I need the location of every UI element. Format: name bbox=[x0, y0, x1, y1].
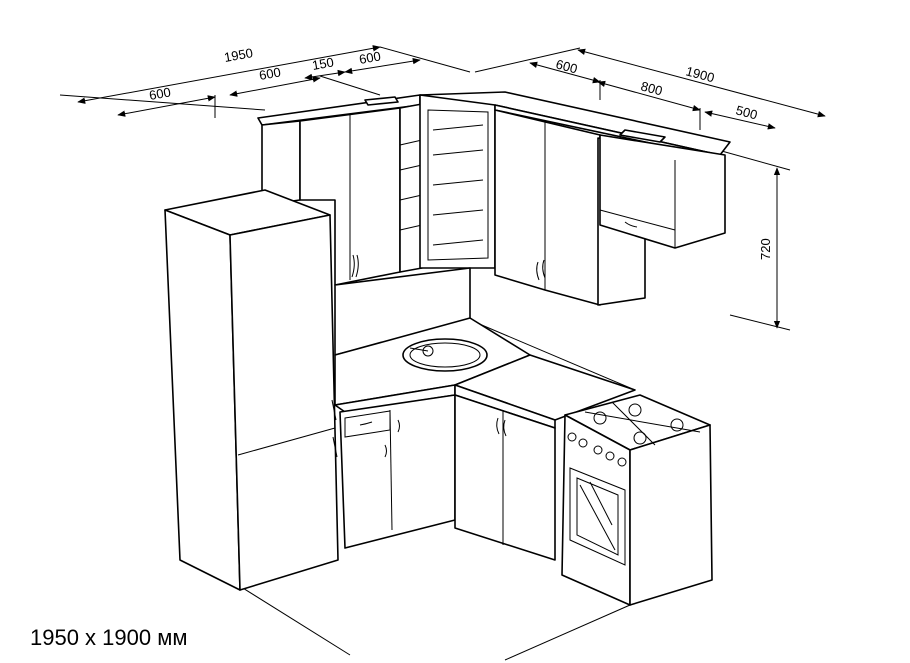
dim-right-800: 800 bbox=[639, 78, 664, 98]
dim-height-720: 720 bbox=[758, 238, 773, 260]
dim-left-600-c: 600 bbox=[358, 48, 382, 67]
stove bbox=[561, 394, 713, 606]
base-cabinets-right bbox=[454, 394, 556, 561]
dim-total-left: 1950 bbox=[223, 45, 254, 65]
dimensions-caption: 1950 x 1900 мм bbox=[30, 625, 188, 650]
base-cabinets-left bbox=[339, 394, 456, 549]
dim-right-500: 500 bbox=[734, 102, 759, 122]
dim-total-right: 1900 bbox=[684, 63, 716, 85]
sink bbox=[402, 338, 488, 372]
refrigerator bbox=[164, 189, 339, 591]
upper-cabinets-right bbox=[364, 91, 731, 306]
dimension-lines-right bbox=[474, 47, 826, 331]
dim-left-150: 150 bbox=[311, 54, 335, 73]
corner-glass-cabinet bbox=[419, 94, 496, 269]
dim-left-600-a: 600 bbox=[148, 84, 172, 103]
dim-left-600-b: 600 bbox=[258, 64, 282, 83]
dimension-lines-left bbox=[59, 45, 471, 118]
dim-right-600: 600 bbox=[554, 56, 579, 76]
